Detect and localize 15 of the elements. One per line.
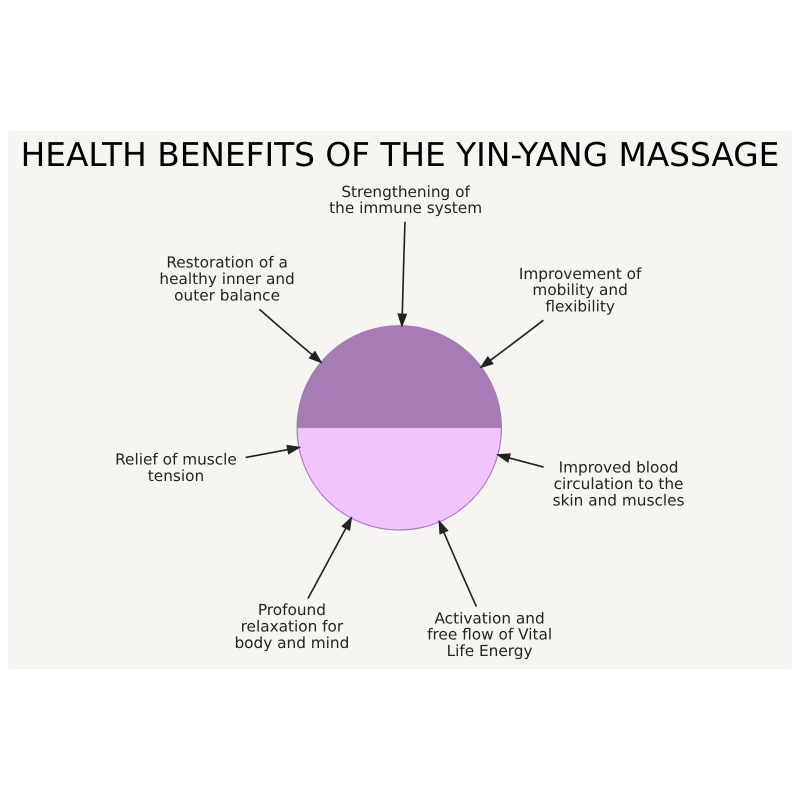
node-text: Profound relaxation for body and mind: [234, 601, 350, 652]
diagram-title: HEALTH BENEFITS OF THE YIN-YANG MASSAGE: [20, 136, 780, 174]
arrow: [245, 444, 302, 458]
arrow: [496, 453, 544, 468]
node-text: Activation and free flow of Vital Life Energy: [427, 609, 552, 660]
arrow: [307, 516, 352, 599]
node-text: Improved blood circulation to the skin and muscles: [552, 458, 685, 510]
node-text: Improvement of mobility and flexibility: [518, 264, 642, 316]
arrow: [479, 320, 544, 368]
node-text: Strengthening of the immune system: [329, 182, 482, 218]
node-text: Relief of muscle tension: [115, 450, 237, 485]
arrow: [397, 222, 408, 328]
arrow: [438, 520, 478, 607]
arrow: [258, 308, 323, 364]
node-text: Restoration of a healthy inner and outer balance: [159, 254, 295, 304]
